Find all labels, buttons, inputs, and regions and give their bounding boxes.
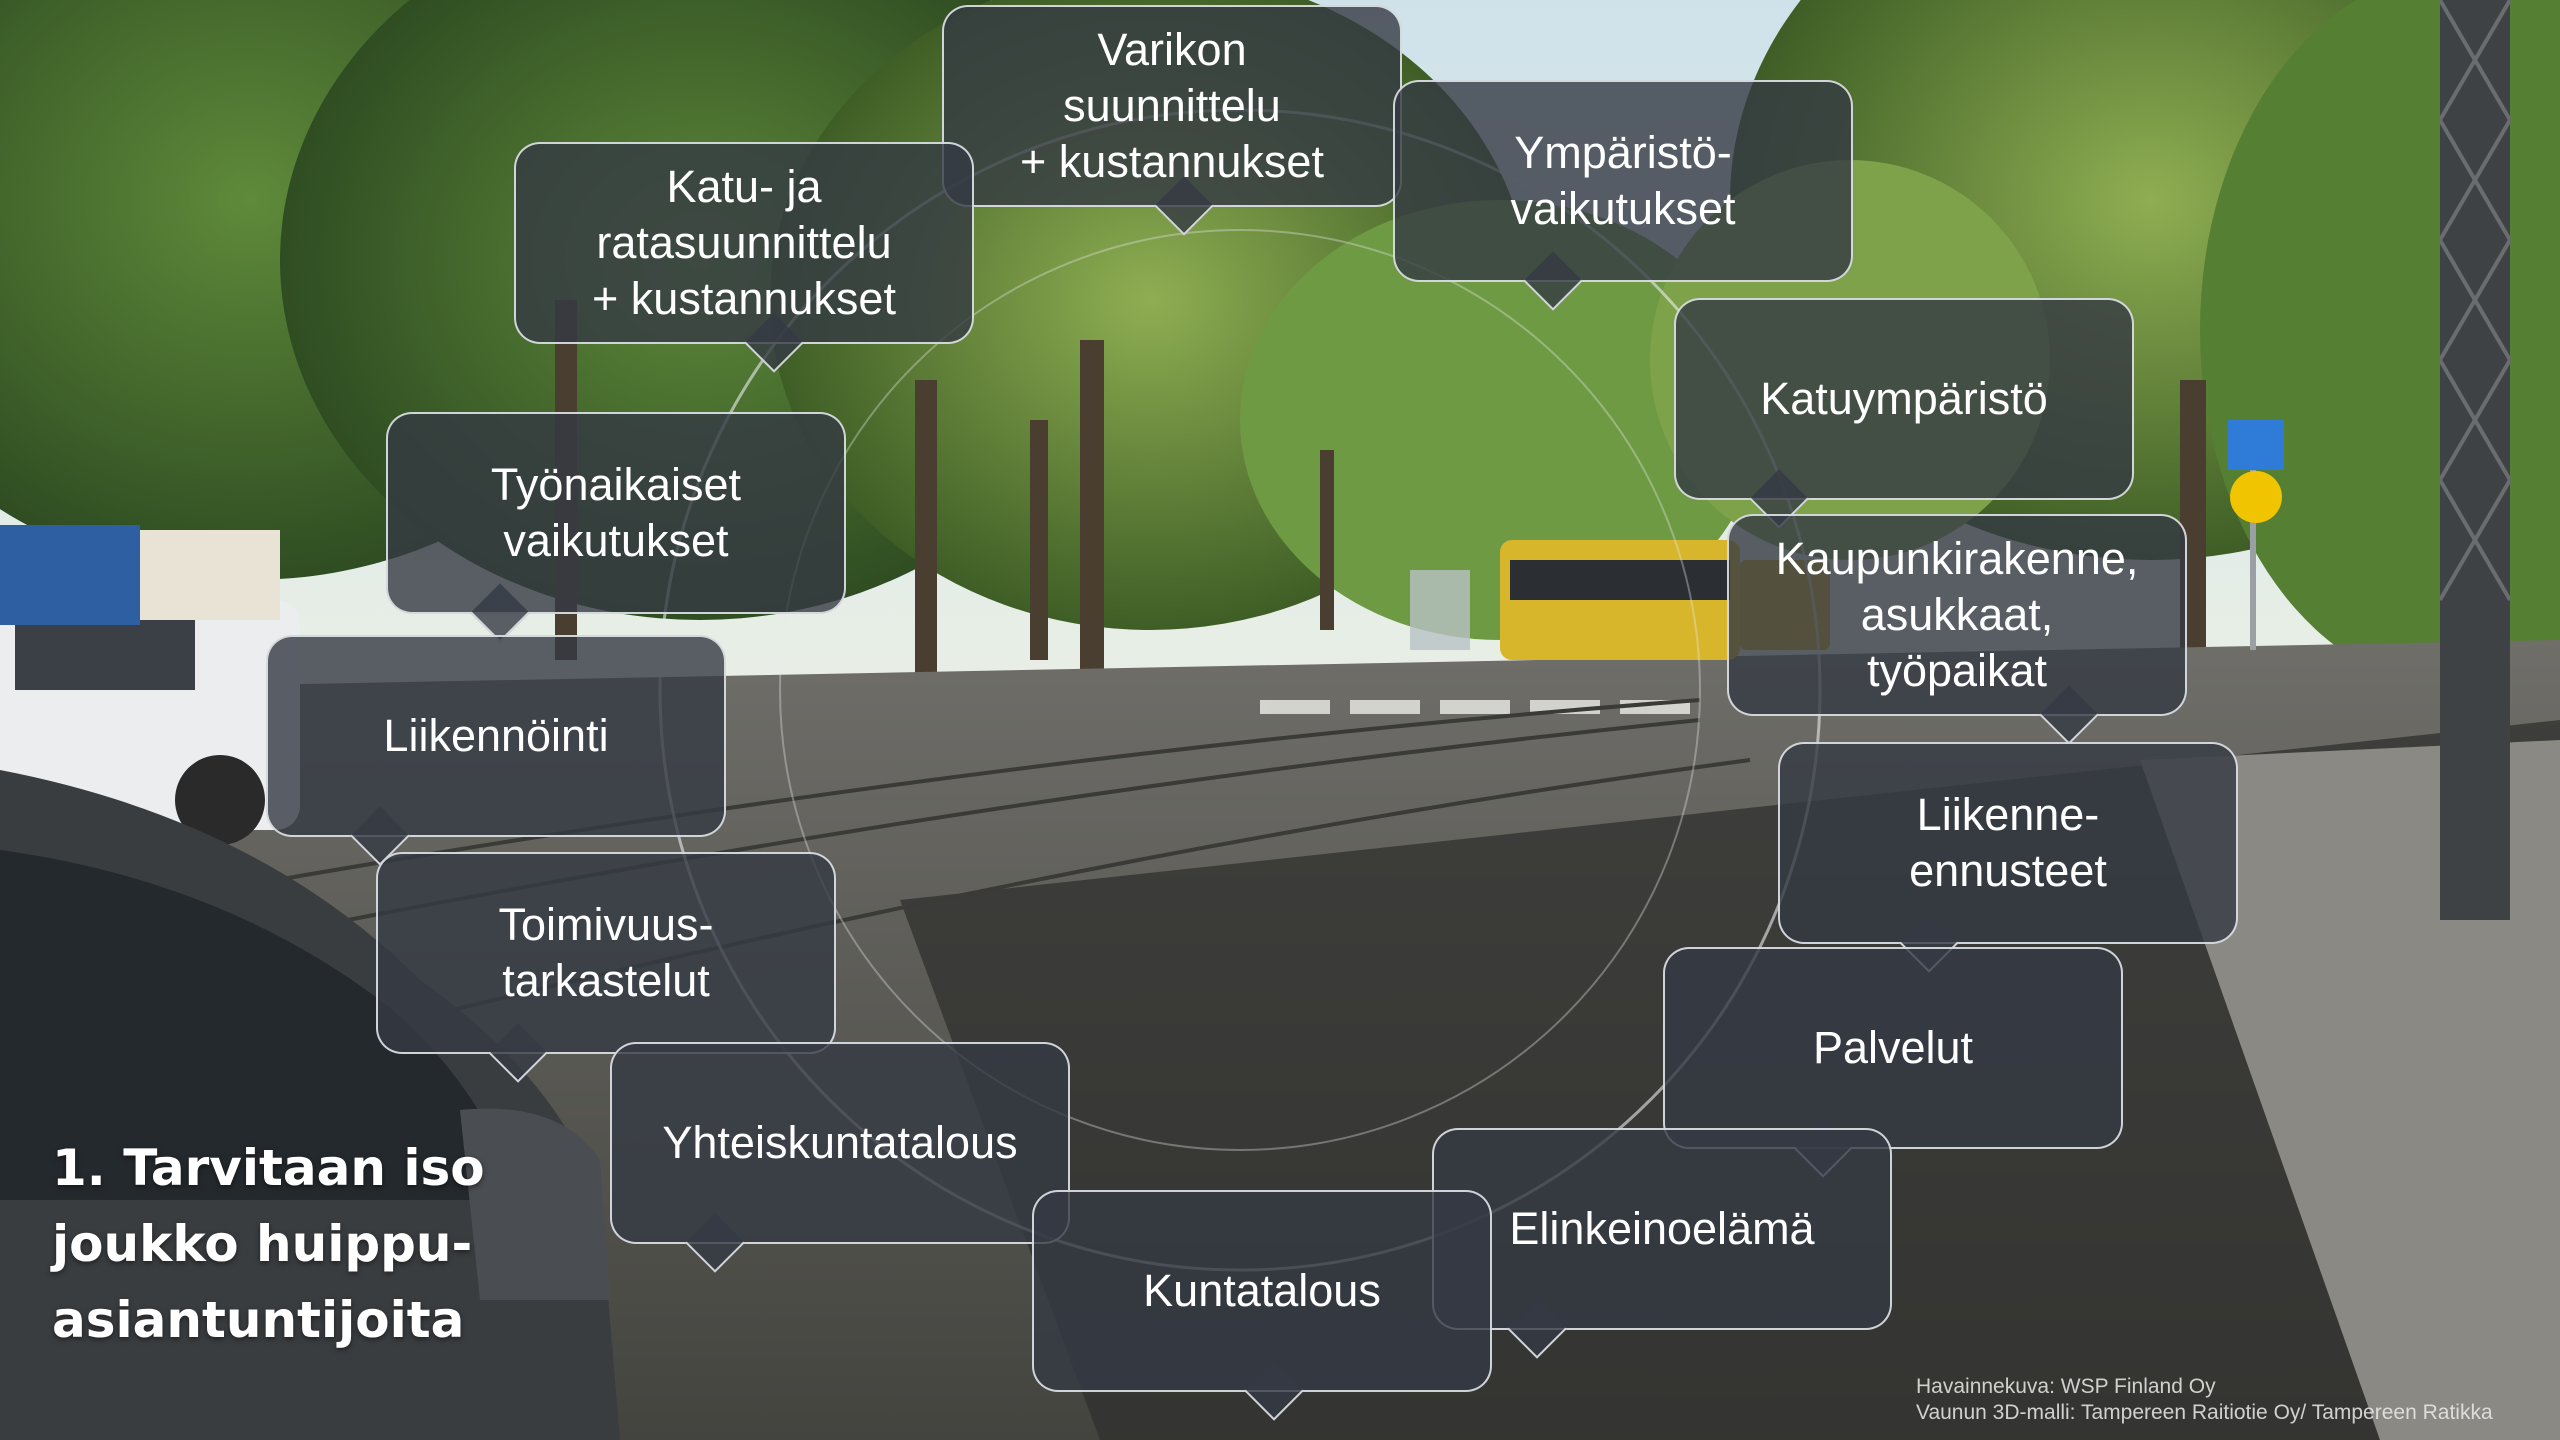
topic-tyonaikaiset-vaikutukset: Työnaikaiset vaikutukset xyxy=(386,412,846,614)
image-credits: Havainnekuva: WSP Finland Oy Vaunun 3D-m… xyxy=(1916,1374,2493,1426)
topic-toimivuustarkastelut: Toimivuus- tarkastelut xyxy=(376,852,836,1054)
topic-liikennointi: Liikennöinti xyxy=(266,635,726,837)
topic-katuymparisto: Katuympäristö xyxy=(1674,298,2134,500)
inner-ring xyxy=(779,229,1701,1151)
topic-ymparistovaikutukset: Ympäristö- vaikutukset xyxy=(1393,80,1853,282)
topic-liikenne-ennusteet: Liikenne- ennusteet xyxy=(1778,742,2238,944)
box-truck xyxy=(0,525,140,625)
lattice-pole xyxy=(2438,0,2512,920)
topic-yhteiskuntatalous: Yhteiskuntatalous xyxy=(610,1042,1070,1244)
topic-kaupunkirakenne: Kaupunkirakenne, asukkaat, työpaikat xyxy=(1727,514,2187,716)
slide-headline: 1. Tarvitaan iso joukko huippu- asiantun… xyxy=(52,1139,485,1349)
topic-palvelut: Palvelut xyxy=(1663,947,2123,1149)
topic-elinkeinoelama: Elinkeinoelämä xyxy=(1432,1128,1892,1330)
credit-line-1: Havainnekuva: WSP Finland Oy xyxy=(1916,1375,2216,1398)
credit-line-2: Vaunun 3D-malli: Tampereen Raitiotie Oy/… xyxy=(1916,1401,2493,1424)
white-van xyxy=(0,600,300,845)
foreground-car xyxy=(0,770,620,1440)
topic-varikon-suunnittelu: Varikon suunnittelu + kustannukset xyxy=(942,5,1402,207)
crossing-sign xyxy=(2228,420,2284,650)
topic-kuntatalous: Kuntatalous xyxy=(1032,1190,1492,1392)
tram-shelter xyxy=(1410,570,1470,650)
truck-cab xyxy=(140,530,280,620)
topic-katu-ja-ratasuunnittelu: Katu- ja ratasuunnittelu + kustannukset xyxy=(514,142,974,344)
